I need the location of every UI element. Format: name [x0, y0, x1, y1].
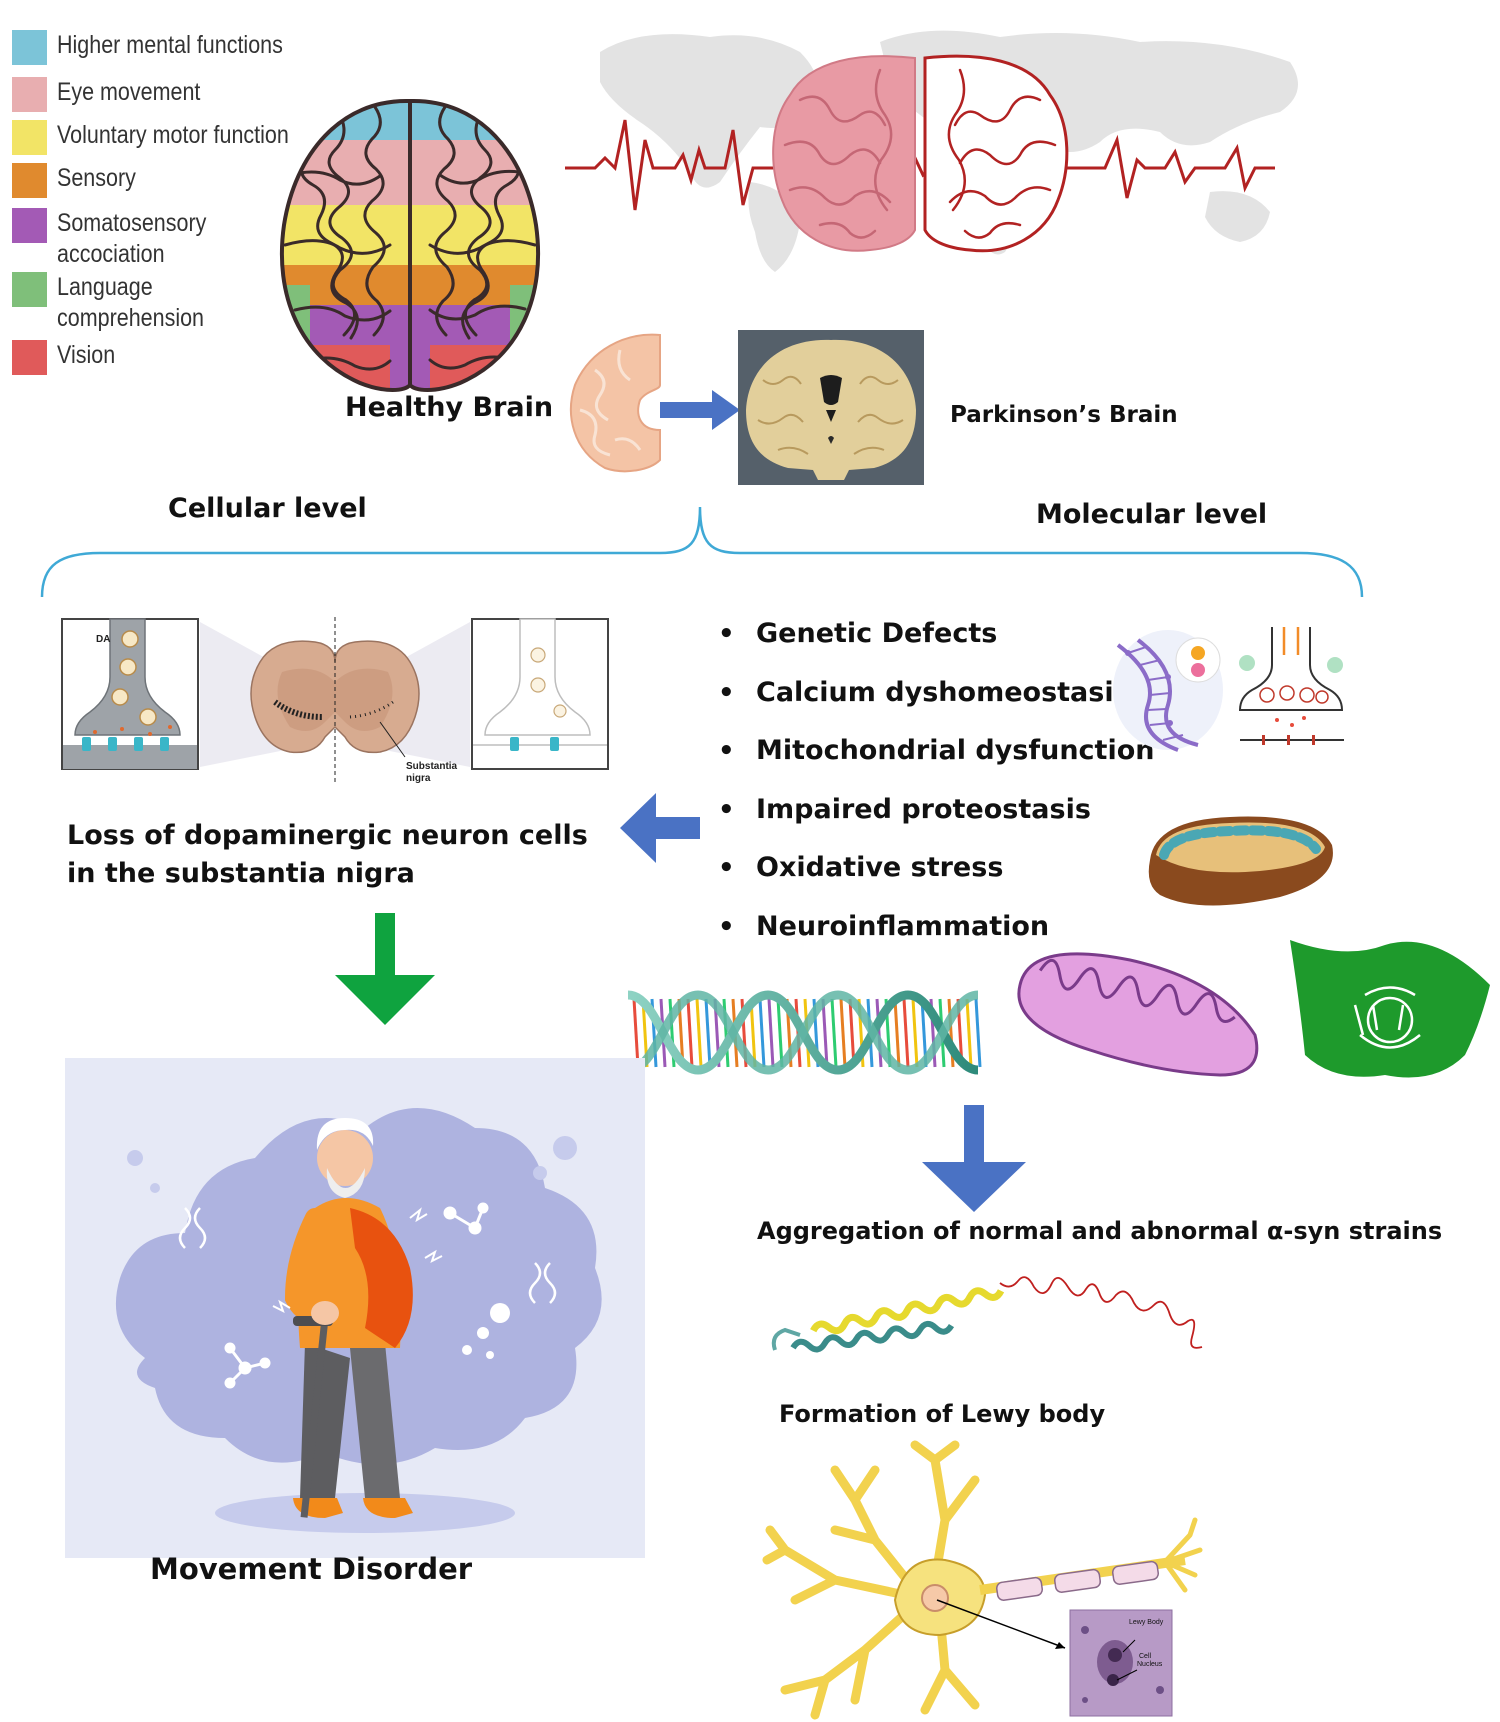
mechanism-item: Calcium dyshomeostasis [718, 677, 1154, 736]
lewy-inset-label: Lewy Body [1129, 1619, 1164, 1626]
loss-line-2: in the substantia nigra [67, 858, 415, 889]
substantia-label: Substantia [406, 761, 458, 772]
dna-rung [830, 998, 838, 1068]
dna-rung [902, 998, 910, 1068]
legend-item: Language comprehension [12, 272, 228, 334]
legend-label: Higher mental functions [57, 31, 283, 59]
legend-item: Higher mental functions [12, 30, 320, 65]
legend-label: Eye movement [57, 78, 201, 106]
molecular-level-label: Molecular level [1036, 499, 1268, 530]
arrow-to-movement-disorder [335, 913, 435, 1025]
dna-rung [839, 998, 847, 1068]
mitochondrion-pink [1017, 952, 1259, 1077]
mechanism-item: Neuroinflammation [718, 911, 1154, 970]
mitochondrion-cutaway [1148, 816, 1333, 906]
loss-line-1: Loss of dopaminergic neuron cells [67, 820, 588, 851]
calcium-synapse-icon [1238, 627, 1344, 745]
legend-item: Vision [12, 340, 125, 375]
legend-item: Somatosensory accociation [12, 208, 231, 270]
healthy-brain-illustration [279, 98, 541, 392]
brain-side-by-side [772, 54, 1069, 253]
legend-swatch [12, 208, 47, 243]
dna-helix [627, 990, 982, 1075]
alpha-synuclein-structure [771, 1276, 1203, 1353]
healthy-brain-label: Healthy Brain [345, 392, 554, 423]
cellular-level-label: Cellular level [168, 493, 367, 524]
dna-rung [758, 998, 766, 1068]
arrow-to-cellular [620, 793, 700, 863]
dna-rung [776, 998, 784, 1068]
dna-rung [875, 998, 883, 1068]
parkinsons-brain-slice-photo [738, 330, 924, 485]
legend-label: Sensory [57, 164, 136, 192]
legend-label: Voluntary motor function [57, 121, 289, 149]
nigra-label: nigra [406, 773, 431, 784]
mechanism-item: Oxidative stress [718, 852, 1154, 911]
transition-arrow [660, 390, 740, 430]
dna-rung [821, 998, 829, 1068]
neuroinflammation-cell [1290, 940, 1490, 1078]
dna-rung [893, 998, 901, 1068]
legend-swatch [12, 163, 47, 198]
dna-rung [695, 998, 703, 1068]
legend-swatch [12, 340, 47, 375]
mechanism-item: Impaired proteostasis [718, 794, 1154, 853]
substantia-nigra-figure: DA Substantia nigra [61, 617, 609, 784]
legend-swatch [12, 272, 47, 307]
healthy-brain-slice [569, 333, 661, 473]
dna-rung [911, 998, 919, 1068]
curly-brace [40, 506, 1364, 598]
legend-swatch [12, 120, 47, 155]
dna-rung [974, 998, 982, 1068]
elderly-man-illustration [65, 1058, 645, 1558]
mechanisms-list: Genetic DefectsCalcium dyshomeostasisMit… [718, 618, 1154, 970]
loss-of-neurons-text: Loss of dopaminergic neuron cells in the… [67, 817, 588, 893]
arrow-to-aggregation [922, 1105, 1026, 1212]
nucleus-inset-label: Nucleus [1137, 1661, 1163, 1668]
legend-swatch [12, 30, 47, 65]
aggregation-label: Aggregation of normal and abnormal α-syn… [757, 1217, 1443, 1245]
legend-item: Eye movement [12, 77, 224, 112]
mechanism-item: Genetic Defects [718, 618, 1154, 677]
dna-rung [749, 998, 757, 1068]
dna-rung [686, 998, 694, 1068]
neuron-illustration: Lewy Body Cell Nucleus [762, 1440, 1203, 1720]
genetic-defect-icon [1113, 630, 1223, 752]
dna-rung [965, 998, 973, 1068]
dna-rung [632, 998, 640, 1068]
movement-disorder-label: Movement Disorder [150, 1552, 473, 1586]
dna-rung [704, 998, 712, 1068]
lewy-body-formation-label: Formation of Lewy body [779, 1400, 1106, 1428]
legend-label: Language comprehension [57, 273, 205, 332]
legend-swatch [12, 77, 47, 112]
mechanism-item: Mitochondrial dysfunction [718, 735, 1154, 794]
cell-inset-label: Cell [1139, 1653, 1152, 1660]
legend-label: Vision [57, 341, 116, 369]
dna-rung [767, 998, 775, 1068]
da-label: DA [96, 634, 110, 645]
parkinsons-brain-label: Parkinson’s Brain [950, 402, 1178, 428]
legend-item: Voluntary motor function [12, 120, 327, 155]
legend-item: Sensory [12, 163, 149, 198]
dna-rung [848, 998, 856, 1068]
legend-label: Somatosensory accociation [57, 209, 207, 268]
